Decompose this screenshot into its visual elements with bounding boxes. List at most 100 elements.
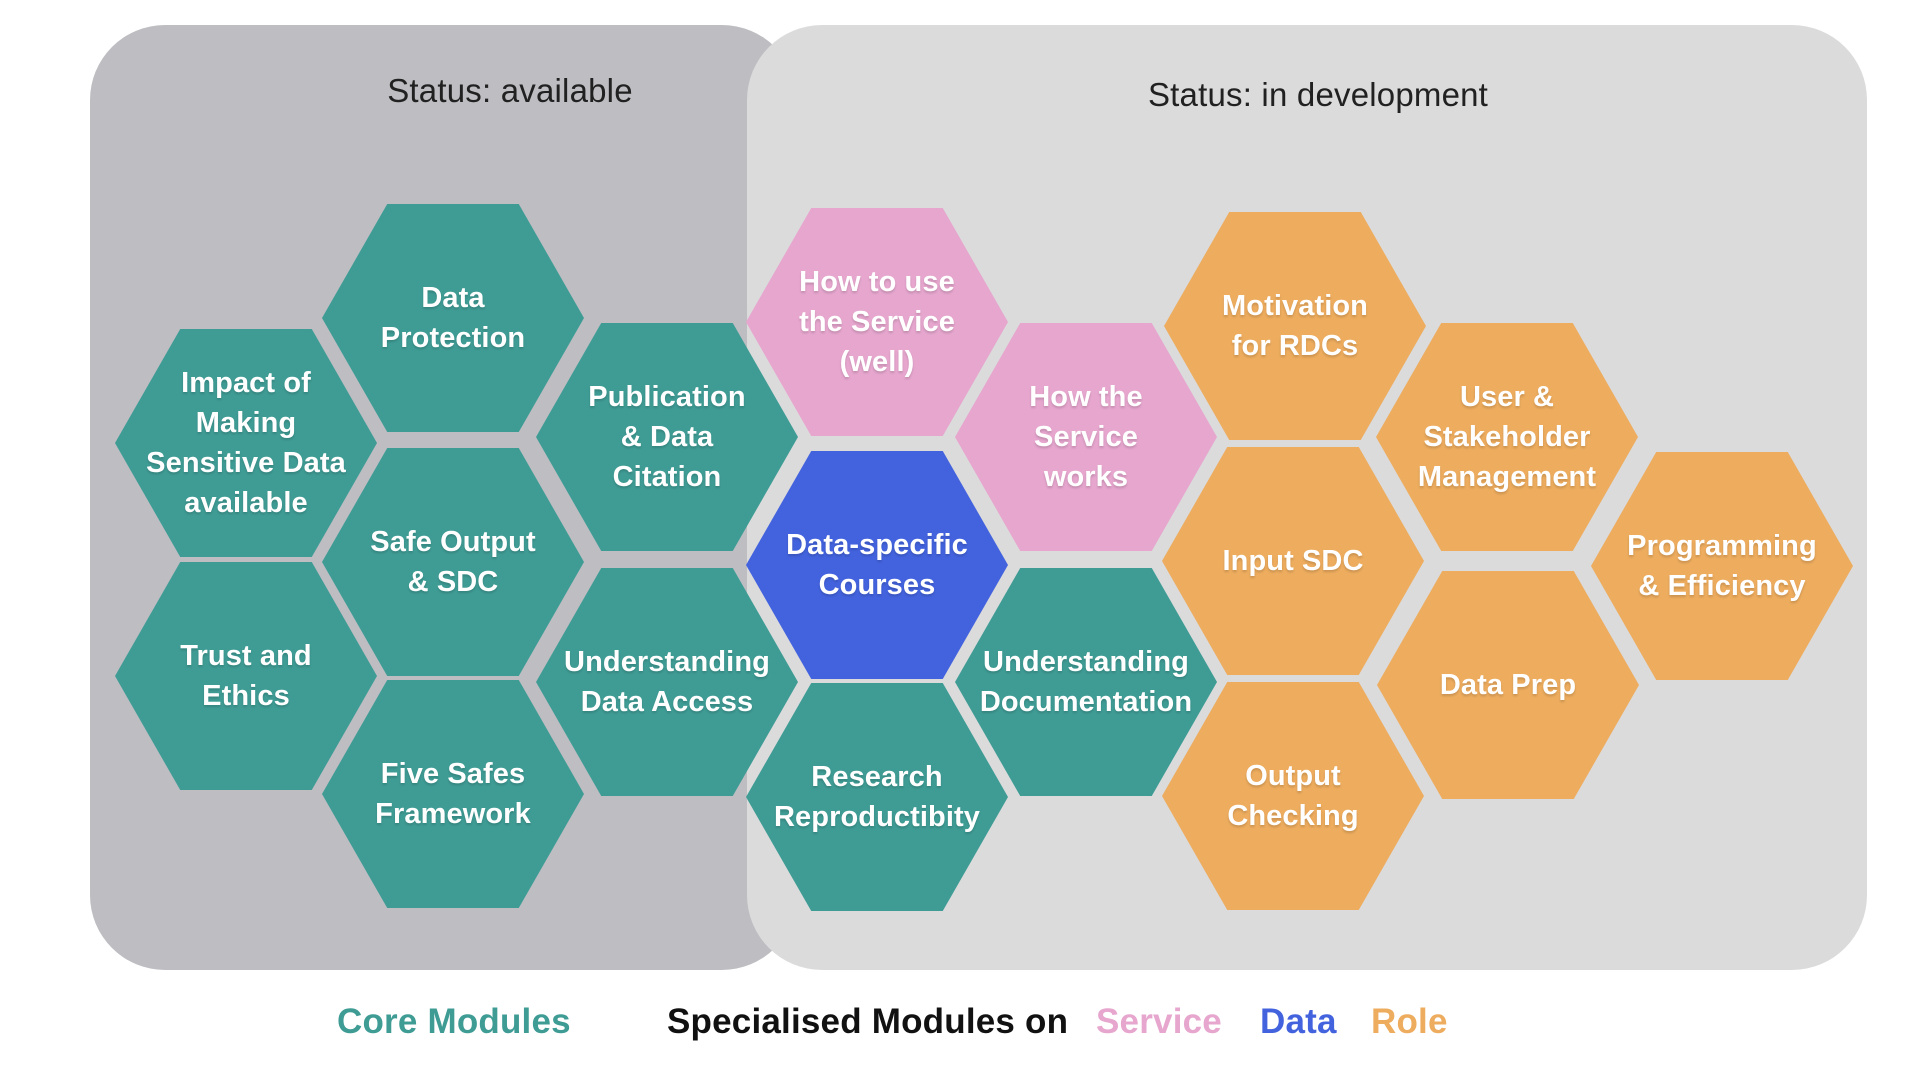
hexagon-label-line: Service — [1034, 421, 1138, 453]
hexagon-label-line: Understanding — [983, 646, 1189, 678]
hex-motivation-for-rdcs: Motivation for RDCs — [1164, 212, 1426, 440]
hexagon-shape — [1162, 682, 1424, 910]
hexagon-shape — [115, 562, 377, 790]
hexagon-shape — [322, 204, 584, 432]
hexagon-label-line: Impact of — [181, 367, 311, 399]
hexagon-label-line: & SDC — [407, 566, 499, 598]
hexagon-label-line: Data-specific — [786, 529, 968, 561]
hexagon-label-line: Output — [1245, 760, 1341, 792]
hexagon-label-line: Courses — [818, 569, 936, 601]
hexagon-label: Motivation for RDCs — [1155, 286, 1435, 366]
hexagon-shape — [322, 448, 584, 676]
hexagon-label-line: Research — [811, 761, 943, 793]
legend-role: Role — [1371, 1002, 1448, 1041]
hexagon-label-line: Publication — [588, 381, 746, 413]
hexagon-label: Input SDC — [1153, 541, 1433, 581]
hexagon-label-line: Stakeholder — [1423, 421, 1591, 453]
status-label-available: Status: available — [387, 72, 633, 109]
hexagon-label-line: for RDCs — [1231, 330, 1359, 362]
hexagon-shape — [115, 329, 377, 557]
hexagon-shape — [536, 323, 798, 551]
hexagon-label-line: (well) — [839, 346, 915, 378]
hexagon-label-line: How to use — [799, 266, 955, 298]
hexagon-shape — [1164, 212, 1426, 440]
hexagon-label-line: the Service — [799, 306, 955, 338]
hexagon-label: Safe Output & SDC — [313, 522, 593, 602]
hexagon-label: How to use the Service (well) — [737, 262, 1017, 382]
hexagon-shape — [1376, 323, 1638, 551]
legend-specialised-modules: Specialised Modules on — [667, 1002, 1069, 1041]
hexagon-label-line: Reproductibity — [773, 801, 980, 833]
hexagon-label-line: Programming — [1627, 530, 1817, 562]
legend: Core Modules Specialised Modules on Serv… — [0, 1002, 1920, 1048]
hexagon-label-line: Trust and — [180, 640, 312, 672]
hex-data-prep: Data Prep — [1377, 571, 1639, 799]
hexagon-label-line: Five Safes — [380, 758, 526, 790]
legend-data: Data — [1260, 1002, 1337, 1041]
hex-safe-output-sdc: Safe Output & SDC — [322, 448, 584, 676]
legend-core-modules: Core Modules — [337, 1002, 571, 1041]
hexagon-shape — [1162, 447, 1424, 675]
hexagon-label-line: How the — [1029, 381, 1143, 413]
hexagon-label-line: & Efficiency — [1638, 570, 1806, 602]
hexagon-label-line: Data — [421, 282, 485, 314]
hexagon-label: Programming & Efficiency — [1582, 526, 1862, 606]
hexagon-label-line: Data Prep — [1439, 669, 1577, 701]
hexagon-label-line: Protection — [380, 322, 526, 354]
hexagon-shape — [1377, 571, 1639, 799]
hexagon-label-line: Management — [1417, 461, 1597, 493]
hexagon-label-line: Checking — [1227, 800, 1359, 832]
hexagon-label-line: Safe Output — [370, 526, 536, 558]
hexagon-label-line: Making — [195, 407, 297, 439]
hexagon-shape — [746, 451, 1008, 679]
hexagon-label-line: User & — [1459, 381, 1555, 413]
hex-how-to-use-the-service: How to use the Service (well) — [746, 208, 1008, 436]
hexagon-label-line: & Data — [620, 421, 714, 453]
hexagon-shape — [536, 568, 798, 796]
hexagon-label-line: Citation — [612, 461, 722, 493]
legend-service: Service — [1096, 1002, 1222, 1041]
hexagon-label-line: Framework — [375, 798, 531, 830]
hexagon-label-line: Data Access — [580, 686, 754, 718]
hexagon-shape — [746, 208, 1008, 436]
hexagon-shape — [955, 323, 1217, 551]
hex-programming-efficiency: Programming & Efficiency — [1591, 452, 1853, 680]
hexagon-label-line: Documentation — [979, 686, 1193, 718]
hexagon-label-line: Sensitive Data — [146, 447, 346, 479]
hexagon-shape — [955, 568, 1217, 796]
hexagon-shape — [1591, 452, 1853, 680]
status-label-in-development: Status: in development — [1147, 76, 1489, 113]
hex-input-sdc: Input SDC — [1162, 447, 1424, 675]
hexagon-label-line: Motivation — [1222, 290, 1368, 322]
hexagon-label: Data Prep — [1368, 665, 1648, 705]
hexagon-label-line: Input SDC — [1222, 545, 1364, 577]
hexagon-label-line: Ethics — [202, 680, 290, 712]
hexagon-shape — [322, 680, 584, 908]
hexagon-label-line: available — [184, 487, 308, 519]
hexagon-shape — [746, 683, 1008, 911]
